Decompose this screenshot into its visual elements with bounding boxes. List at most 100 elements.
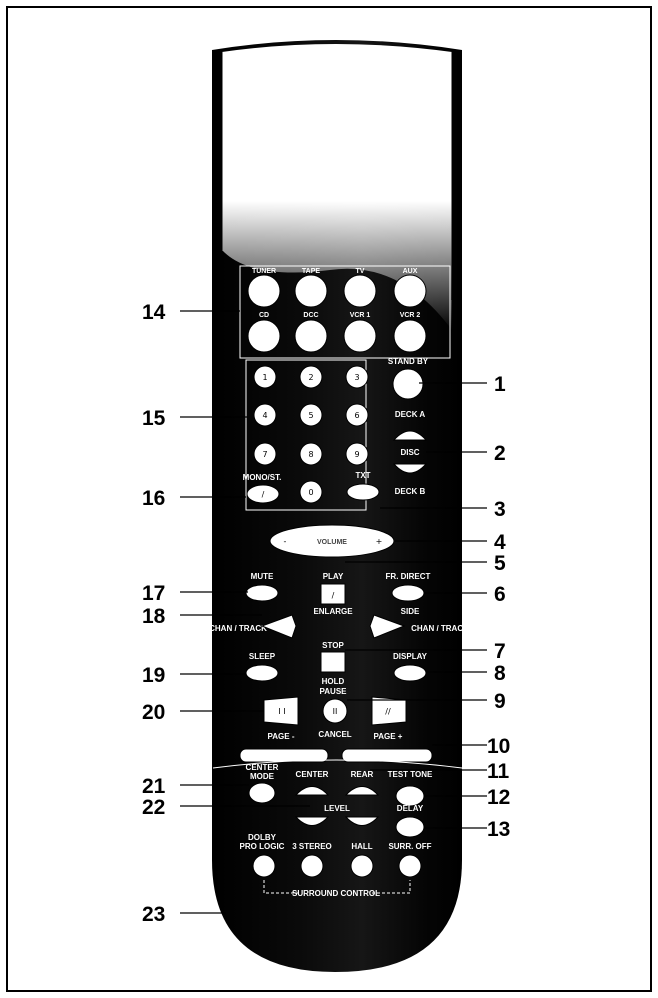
page-minus-glyph: I I xyxy=(278,707,285,716)
page-plus-button[interactable] xyxy=(371,696,407,726)
side-label: SIDE xyxy=(401,607,420,616)
dcc-button[interactable] xyxy=(294,319,328,353)
tape-button[interactable] xyxy=(294,274,328,308)
key-7[interactable] xyxy=(253,442,277,466)
key-6[interactable] xyxy=(345,403,369,427)
deck-a-label: DECK A xyxy=(395,410,426,419)
vcr1-button[interactable] xyxy=(343,319,377,353)
keypad-panel xyxy=(245,359,367,511)
chan-track-next-button[interactable] xyxy=(369,614,406,639)
key-4-label: 4 xyxy=(262,411,267,420)
rear-down-button[interactable] xyxy=(344,816,380,826)
pause-label: PAUSE xyxy=(320,687,348,696)
mute-label: MUTE xyxy=(251,572,274,581)
volume-label: VOLUME xyxy=(317,539,347,546)
display-button[interactable] xyxy=(393,664,427,682)
rear-label: REAR xyxy=(351,770,374,779)
aux-button[interactable] xyxy=(393,274,427,308)
mono-st-label: MONO/ST. xyxy=(243,473,282,482)
tuner-button[interactable] xyxy=(247,274,281,308)
callout-17: 17 xyxy=(142,582,165,605)
hall-button[interactable] xyxy=(350,854,374,878)
enlarge-label: ENLARGE xyxy=(313,607,353,616)
level-label: LEVEL xyxy=(324,804,350,813)
hall-label: HALL xyxy=(351,842,372,851)
tv-label: TV xyxy=(356,268,365,275)
callout-16: 16 xyxy=(142,487,165,510)
mute-button[interactable] xyxy=(245,584,279,602)
play-glyph: / xyxy=(332,591,335,600)
key-2[interactable] xyxy=(299,365,323,389)
callout-1: 1 xyxy=(494,373,506,396)
hold-label: HOLD xyxy=(322,677,345,686)
3-stereo-label: 3 STEREO xyxy=(292,842,332,851)
surround-control-label: SURROUND CONTROL xyxy=(292,889,380,898)
disc-up-button[interactable] xyxy=(392,430,428,441)
vcr2-label: VCR 2 xyxy=(400,312,421,319)
key-1[interactable] xyxy=(253,365,277,389)
callout-12: 12 xyxy=(487,786,510,809)
dcc-label: DCC xyxy=(303,312,318,319)
sleep-button[interactable] xyxy=(245,664,279,682)
3-stereo-button[interactable] xyxy=(300,854,324,878)
aux-label: AUX xyxy=(403,268,418,275)
key-5-label: 5 xyxy=(308,411,313,420)
surr-off-button[interactable] xyxy=(398,854,422,878)
callout-3: 3 xyxy=(494,498,506,521)
section-divider xyxy=(212,759,463,769)
dolby-pro-logic-button[interactable] xyxy=(252,854,276,878)
callout-9: 9 xyxy=(494,690,506,713)
cd-button[interactable] xyxy=(247,319,281,353)
standby-button[interactable] xyxy=(392,368,424,400)
key-1-label: 1 xyxy=(262,373,267,382)
key-2-label: 2 xyxy=(308,373,313,382)
rear-up-button[interactable] xyxy=(344,786,380,796)
key-0[interactable] xyxy=(299,480,323,504)
chan-track-left-label: CHAN / TRACK xyxy=(209,624,267,633)
key-9[interactable] xyxy=(345,442,369,466)
pause-button[interactable] xyxy=(322,698,348,724)
key-3[interactable] xyxy=(345,365,369,389)
mono-st-glyph: / xyxy=(262,490,265,499)
key-4[interactable] xyxy=(253,403,277,427)
callout-11: 11 xyxy=(487,760,510,783)
vcr2-button[interactable] xyxy=(393,319,427,353)
vcr1-label: VCR 1 xyxy=(350,312,371,319)
delay-button[interactable] xyxy=(395,816,425,838)
callout-7: 7 xyxy=(494,640,506,663)
callout-5: 5 xyxy=(494,552,506,575)
center-mode-button[interactable] xyxy=(248,782,276,804)
center-up-button[interactable] xyxy=(294,786,330,796)
dolby-label-1: DOLBY xyxy=(248,833,277,842)
center-down-button[interactable] xyxy=(294,816,330,826)
stop-label: STOP xyxy=(322,641,344,650)
test-tone-button[interactable] xyxy=(395,785,425,807)
callout-8: 8 xyxy=(494,662,506,685)
callout-22: 22 xyxy=(142,796,165,819)
volume-up-glyph: + xyxy=(376,537,383,546)
callout-21: 21 xyxy=(142,775,166,798)
stop-button[interactable] xyxy=(320,651,346,673)
volume-rocker[interactable] xyxy=(269,524,395,558)
callout-6: 6 xyxy=(494,583,506,606)
key-5[interactable] xyxy=(299,403,323,427)
callout-14: 14 xyxy=(142,301,166,324)
txt-label: TXT xyxy=(355,471,370,480)
page-minus-button[interactable] xyxy=(263,696,299,726)
fr-direct-label: FR. DIRECT xyxy=(386,572,431,581)
center-mode-label-1: CENTER xyxy=(246,763,279,772)
delay-label: DELAY xyxy=(397,804,424,813)
chan-track-prev-button[interactable] xyxy=(260,614,297,639)
tv-button[interactable] xyxy=(343,274,377,308)
txt-button[interactable] xyxy=(346,483,380,501)
callout-19: 19 xyxy=(142,664,165,687)
play-label: PLAY xyxy=(323,572,344,581)
play-button[interactable] xyxy=(320,583,346,605)
key-8[interactable] xyxy=(299,442,323,466)
mono-st-button[interactable] xyxy=(246,484,280,504)
search-forward-button[interactable] xyxy=(341,748,433,763)
search-rewind-button[interactable] xyxy=(239,748,329,763)
disc-down-button[interactable] xyxy=(392,463,428,474)
key-0-label: 0 xyxy=(308,488,313,497)
fr-direct-button[interactable] xyxy=(391,584,425,602)
